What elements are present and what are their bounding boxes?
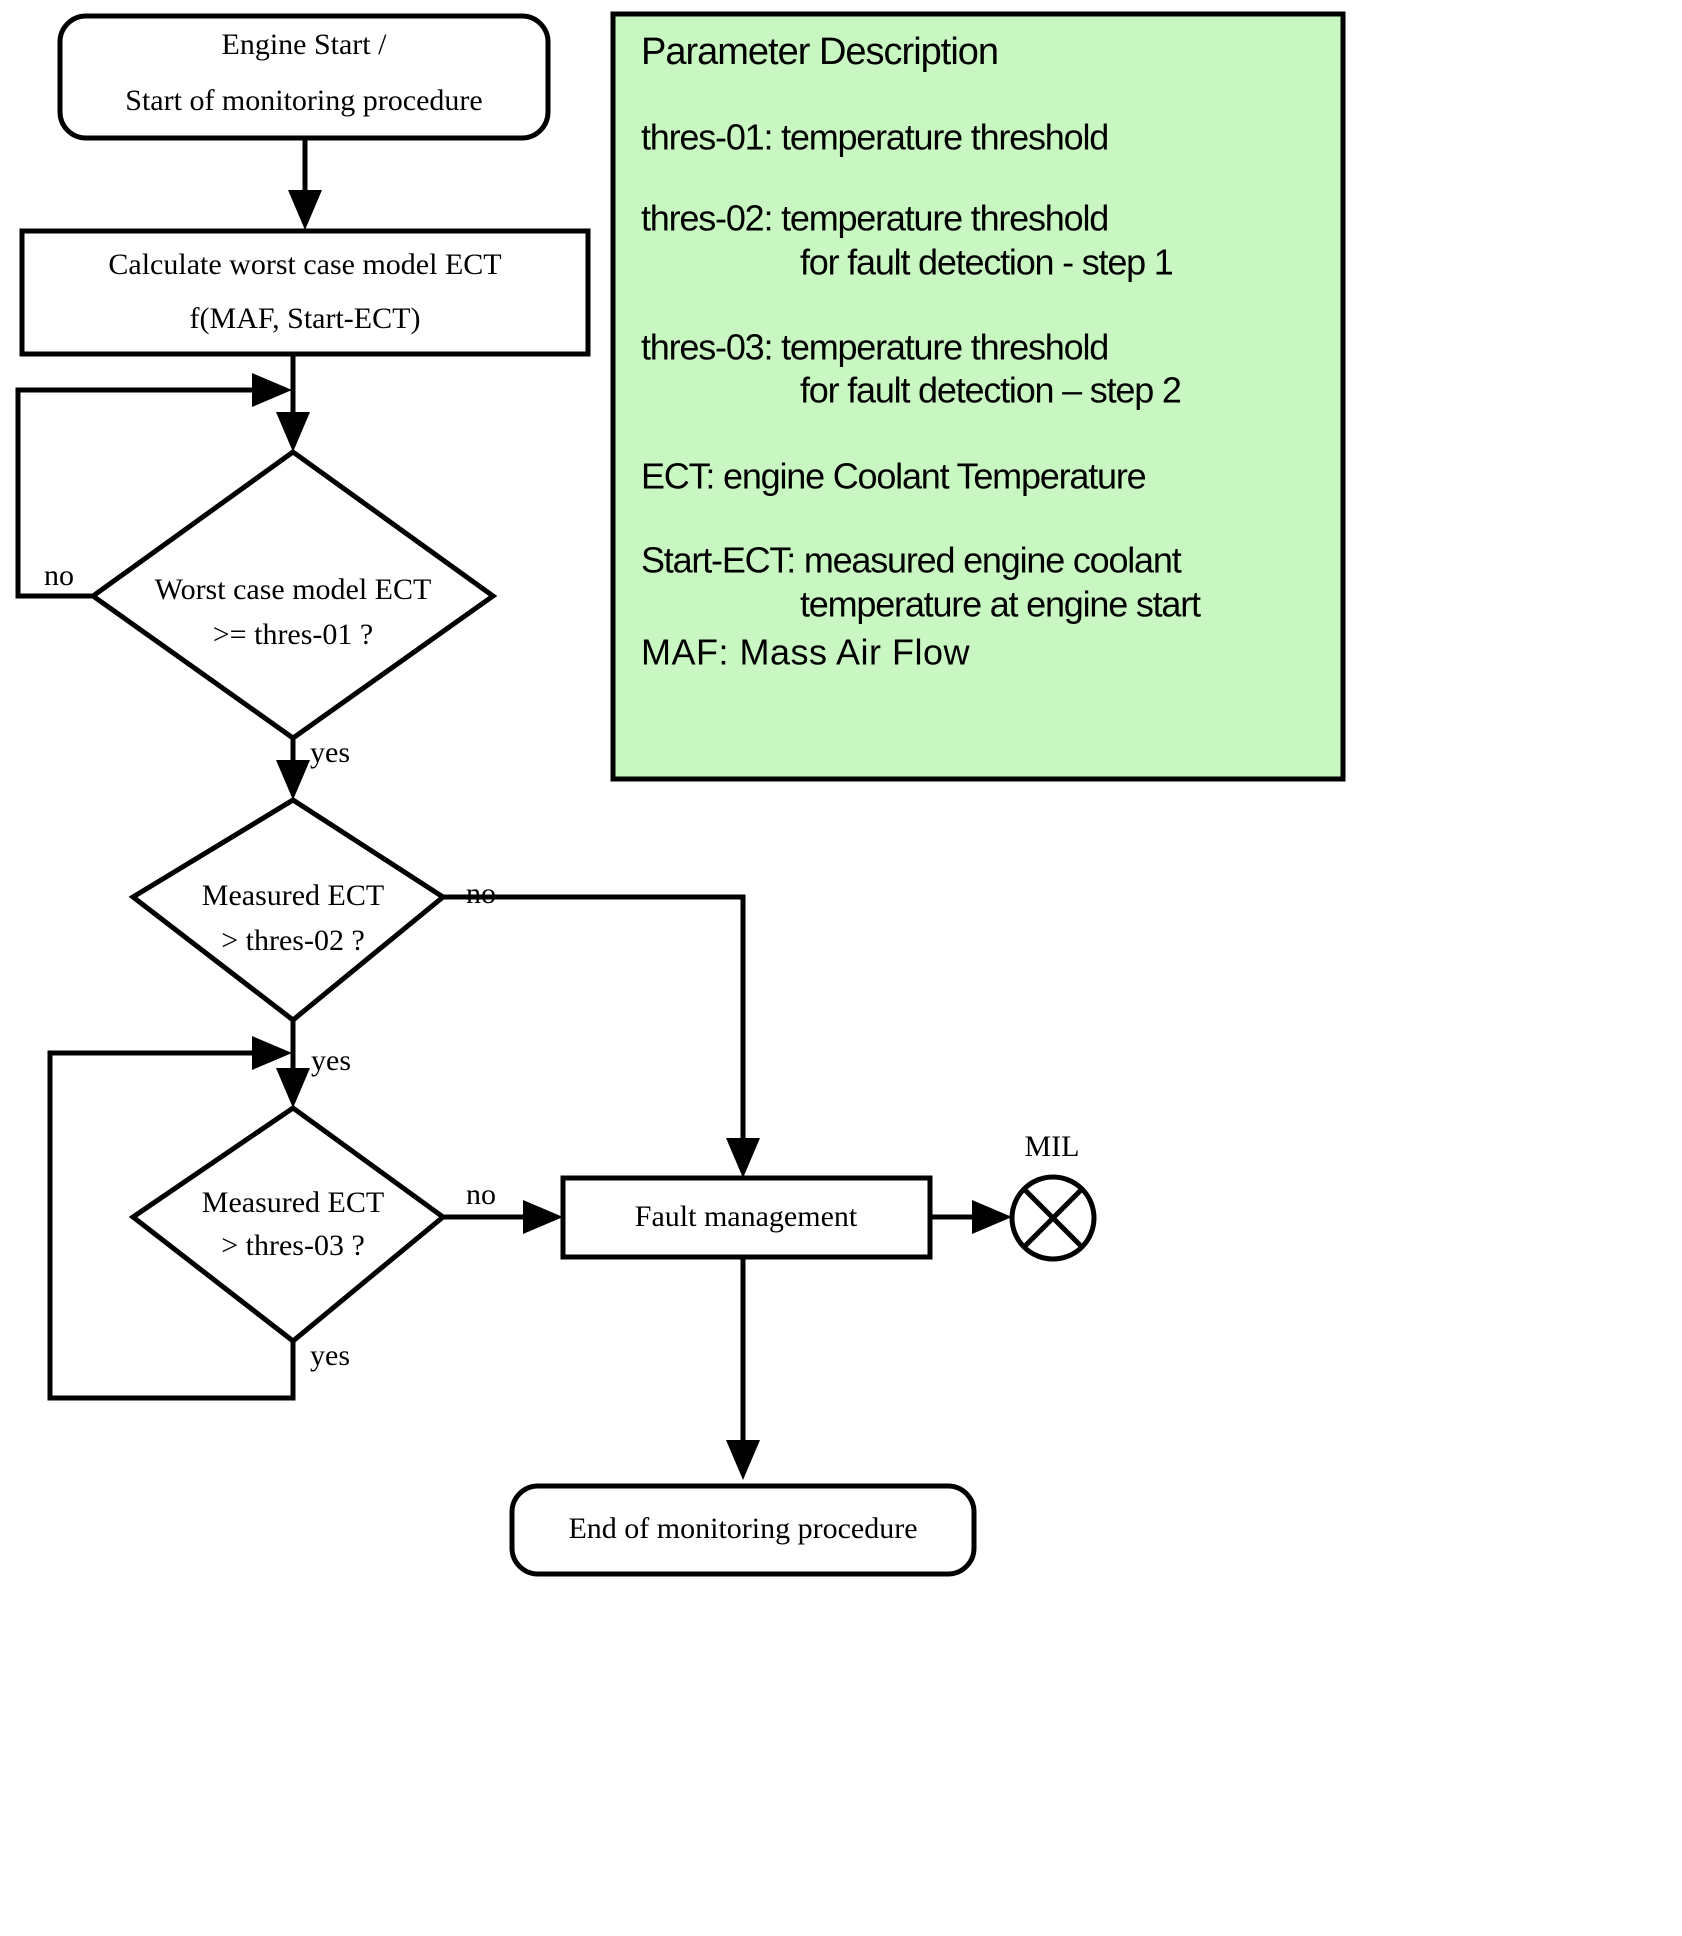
edge-fault-to-mil xyxy=(930,1200,1012,1234)
node-decision3-line1: Measured ECT xyxy=(202,1186,384,1219)
node-decision1-line1: Worst case model ECT xyxy=(155,573,432,606)
node-decision1-line2: >= thres-01 ? xyxy=(213,618,373,651)
legend-line-thres03-cont: for fault detection – step 2 xyxy=(800,370,1181,411)
mil-lamp-icon xyxy=(1009,1174,1097,1262)
edge-decision3-no-to-fault xyxy=(443,1200,563,1234)
node-start-line1: Engine Start / xyxy=(222,28,388,61)
node-calculate-line1: Calculate worst case model ECT xyxy=(108,248,501,281)
node-decision2-line1: Measured ECT xyxy=(202,879,384,912)
legend-line-start-ect: Start-ECT: measured engine coolant xyxy=(641,540,1182,581)
node-start-line2: Start of monitoring procedure xyxy=(125,84,482,117)
node-decision-worst-case-ect[interactable]: Worst case model ECT >= thres-01 ? xyxy=(88,448,498,742)
node-decision3-line2: > thres-03 ? xyxy=(221,1229,365,1262)
node-start[interactable]: Engine Start / Start of monitoring proce… xyxy=(57,13,551,141)
legend-line-ect: ECT: engine Coolant Temperature xyxy=(641,456,1146,497)
edge-decision2-no-to-fault xyxy=(443,894,760,1178)
edge-label-decision1-yes: yes xyxy=(310,736,350,769)
legend-line-thres03: thres-03: temperature threshold xyxy=(641,327,1108,368)
legend-line-thres01: thres-01: temperature threshold xyxy=(641,117,1108,158)
edge-label-decision1-no: no xyxy=(44,559,74,592)
edge-fault-to-end xyxy=(726,1257,760,1480)
edge-start-to-calc xyxy=(288,138,322,230)
mil-indicator[interactable]: MIL xyxy=(1009,1130,1097,1262)
legend-line-thres02: thres-02: temperature threshold xyxy=(641,198,1108,239)
legend-title: Parameter Description xyxy=(641,31,998,73)
edge-label-decision3-no: no xyxy=(466,1178,496,1211)
node-decision-measured-ect-thres03[interactable]: Measured ECT > thres-03 ? xyxy=(128,1104,448,1345)
edge-decision2-yes-to-decision3 xyxy=(276,1020,310,1108)
legend-panel: Parameter Description thres-01: temperat… xyxy=(610,11,1346,782)
edge-label-decision3-yes: yes xyxy=(310,1339,350,1372)
edge-decision3-yes-loop xyxy=(47,1036,296,1401)
legend-background xyxy=(610,11,1346,782)
node-end[interactable]: End of monitoring procedure xyxy=(509,1483,977,1577)
legend-line-thres02-cont: for fault detection - step 1 xyxy=(800,242,1173,283)
node-calculate[interactable]: Calculate worst case model ECT f(MAF, St… xyxy=(19,228,591,357)
node-fault-management-label: Fault management xyxy=(635,1200,858,1233)
edge-decision1-no-loop xyxy=(15,373,292,599)
node-decision-measured-ect-thres02[interactable]: Measured ECT > thres-02 ? xyxy=(128,797,448,1024)
node-end-label: End of monitoring procedure xyxy=(568,1512,917,1545)
node-decision2-line2: > thres-02 ? xyxy=(221,924,365,957)
legend-line-start-ect-cont: temperature at engine start xyxy=(800,584,1201,625)
edge-label-decision2-no: no xyxy=(466,877,496,910)
node-fault-management[interactable]: Fault management xyxy=(560,1175,933,1260)
mil-label: MIL xyxy=(1025,1130,1080,1163)
edge-label-decision2-yes: yes xyxy=(311,1044,351,1077)
edge-calc-to-decision1 xyxy=(276,353,310,452)
legend-line-maf: MAF: Mass Air Flow xyxy=(641,632,971,673)
node-calculate-line2: f(MAF, Start-ECT) xyxy=(190,302,421,335)
edge-decision1-yes-to-decision2 xyxy=(276,737,310,800)
